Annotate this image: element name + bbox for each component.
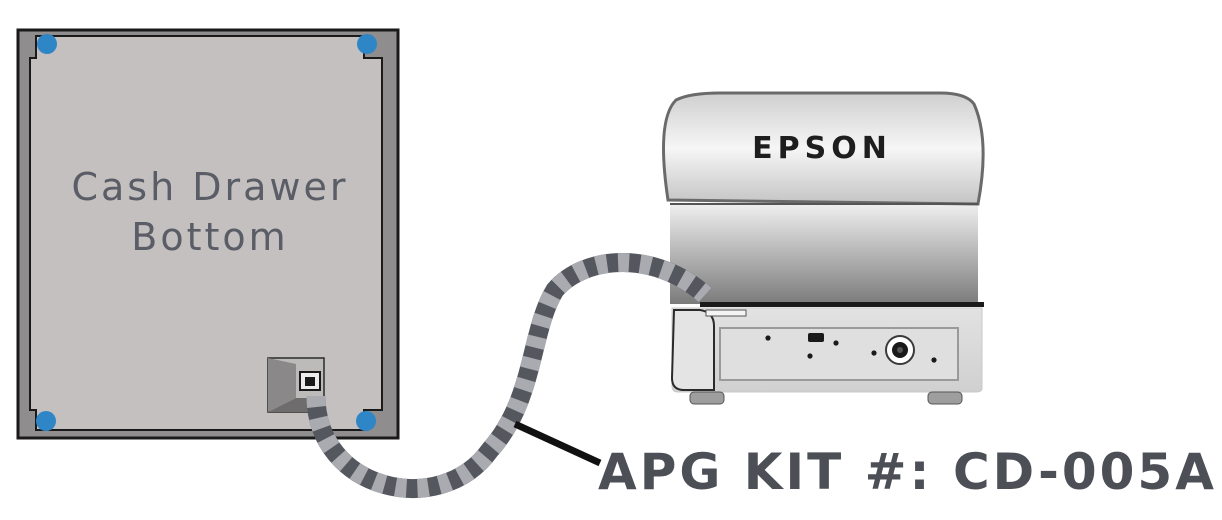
kit-callout: APG KIT #: CD-005A <box>513 420 1217 501</box>
drawer-foot-bottom-right <box>356 411 376 431</box>
drawer-label-line1: Cash Drawer <box>71 165 348 209</box>
drawer-foot-bottom-left <box>36 411 56 431</box>
kit-label: APG KIT #: CD-005A <box>598 443 1217 501</box>
drawer-label-line2: Bottom <box>131 215 288 259</box>
printer-foot-right <box>927 391 963 405</box>
printer-power-jack <box>885 335 915 365</box>
drawer-cable <box>306 253 712 498</box>
cable-body <box>306 253 712 498</box>
drawer-foot-top-left <box>37 34 57 54</box>
printer-foot-left <box>689 391 725 405</box>
printer-drawer-kick-port <box>808 333 824 342</box>
printer-hood <box>662 91 985 206</box>
printer-connector-panel <box>719 327 959 381</box>
epson-printer: EPSON <box>662 91 985 405</box>
cash-drawer: Cash Drawer Bottom <box>16 28 400 440</box>
printer-side-door <box>670 309 715 391</box>
callout-line <box>513 420 602 467</box>
printer-front-face <box>670 204 978 304</box>
drawer-foot-top-right <box>357 34 377 54</box>
printer-brand: EPSON <box>752 131 892 166</box>
printer-divider-bar <box>700 302 984 307</box>
